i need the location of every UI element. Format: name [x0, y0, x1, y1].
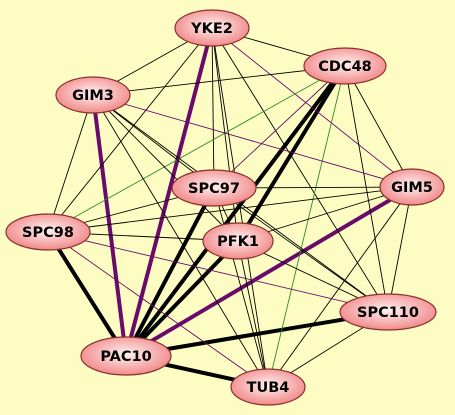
node-ellipse: [379, 168, 445, 206]
edge-pfk1-pac10: [124, 239, 240, 358]
edge-spc97-tub4: [213, 187, 269, 388]
node-yke2[interactable]: YKE2: [174, 9, 250, 47]
node-label: CDC48: [318, 59, 372, 75]
node-label: TUB4: [247, 380, 290, 396]
node-label: PAC10: [100, 349, 151, 365]
edge-cdc48-spc97: [213, 65, 346, 189]
edge-gim5-spc98: [47, 186, 413, 233]
node-spc97[interactable]: SPC97: [171, 169, 257, 207]
edge-gim5-tub4: [267, 186, 413, 388]
edge-cdc48-spc110: [344, 65, 389, 313]
node-ellipse: [80, 336, 172, 376]
node-ellipse: [339, 293, 437, 331]
edge-yke2-spc98: [47, 27, 213, 233]
edge-spc98-pac10: [46, 230, 128, 358]
node-ellipse: [202, 222, 274, 260]
node-spc110[interactable]: SPC110: [339, 293, 437, 331]
edge-gim3-spc110: [92, 94, 389, 313]
node-cdc48[interactable]: CDC48: [303, 47, 387, 85]
node-pac10[interactable]: PAC10: [80, 336, 172, 376]
edge-cdc48-tub4: [267, 65, 346, 388]
node-label: YKE2: [190, 21, 233, 37]
edge-yke2-tub4: [211, 27, 269, 388]
node-ellipse: [303, 47, 387, 85]
edge-cdc48-gim5: [344, 65, 413, 188]
edge-spc98-spc110: [47, 231, 389, 313]
node-label: SPC97: [188, 181, 240, 197]
node-ellipse: [171, 169, 257, 207]
node-gim3[interactable]: GIM3: [55, 76, 131, 114]
edge-gim3-pac10: [91, 93, 128, 358]
edge-gim3-pfk1: [92, 94, 239, 242]
edge-cdc48-spc98: [47, 65, 346, 233]
node-ellipse: [230, 368, 306, 406]
edge-spc97-spc110: [213, 187, 389, 313]
edge-gim5-pac10: [124, 185, 414, 358]
node-gim5[interactable]: GIM5: [379, 168, 445, 206]
node-ellipse: [174, 9, 250, 47]
edge-pfk1-tub4: [237, 240, 269, 388]
node-label: GIM5: [391, 180, 433, 196]
edge-yke2-gim5: [211, 27, 413, 188]
edge-gim3-spc98: [47, 94, 94, 233]
node-label: PFK1: [217, 234, 259, 250]
node-tub4[interactable]: TUB4: [230, 368, 306, 406]
node-spc98[interactable]: SPC98: [5, 213, 91, 251]
edge-gim3-tub4: [92, 94, 269, 388]
node-label: SPC98: [22, 225, 74, 241]
edge-cdc48-pac10: [124, 64, 347, 358]
edge-cdc48-gim3: [92, 65, 346, 96]
edge-spc97-pac10: [124, 186, 216, 358]
node-label: GIM3: [72, 88, 114, 104]
node-pfk1[interactable]: PFK1: [202, 222, 274, 260]
edge-cdc48-pfk1: [236, 64, 347, 243]
edge-spc98-tub4: [47, 231, 269, 388]
edge-yke2-spc97: [211, 27, 215, 189]
node-ellipse: [5, 213, 91, 251]
edge-gim5-spc110: [387, 186, 413, 313]
edge-yke2-spc110: [211, 27, 389, 313]
node-label: SPC110: [357, 305, 419, 321]
edge-yke2-pfk1: [211, 27, 239, 242]
edge-gim3-gim5: [92, 94, 413, 188]
node-ellipse: [55, 76, 131, 114]
